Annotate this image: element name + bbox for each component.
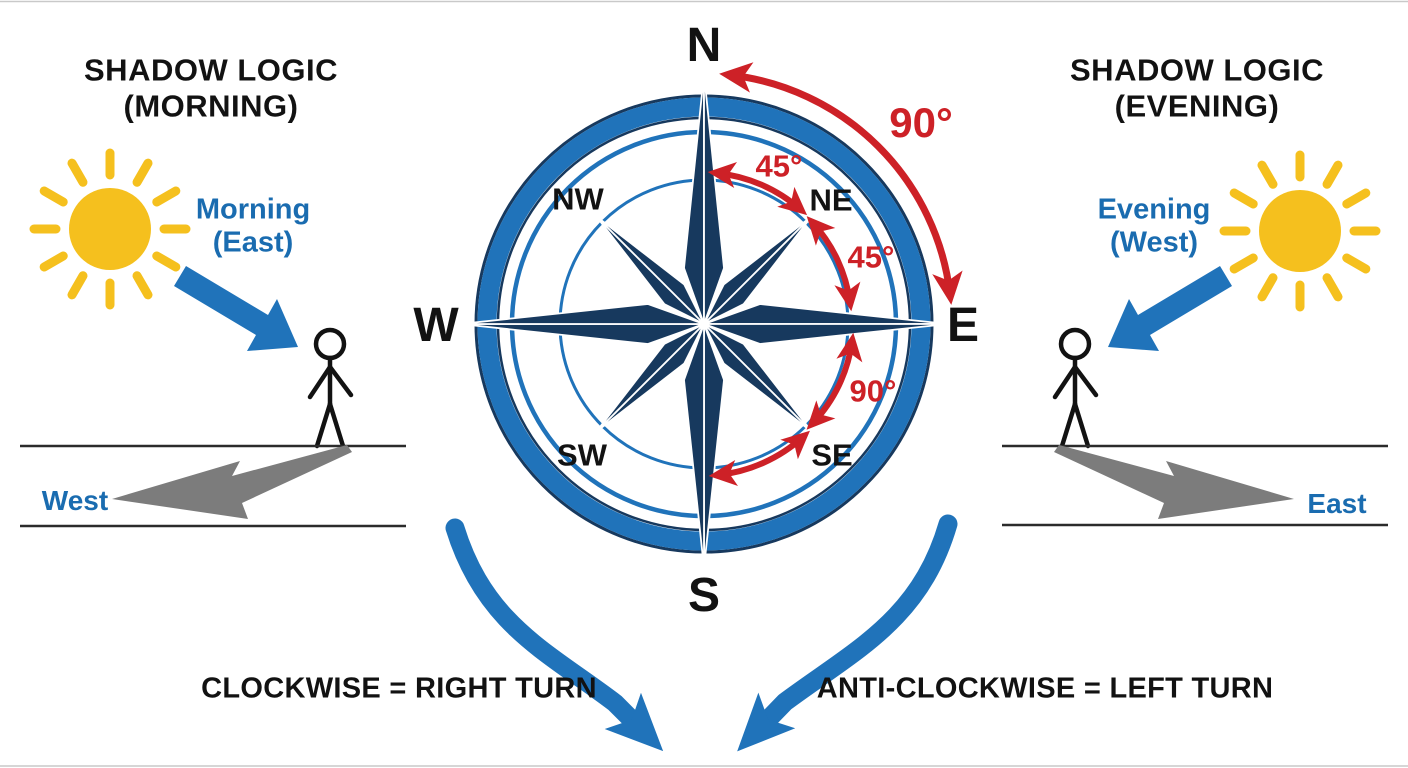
morning-stick-figure	[307, 327, 354, 449]
clockwise-rule-label: CLOCKWISE = RIGHT TURN	[201, 672, 597, 705]
morning-panel-title-line1: SHADOW LOGIC	[84, 52, 338, 88]
evening-sun-label-line2: (West)	[1109, 226, 1199, 259]
angle-label-e-to-se: 90°	[849, 373, 897, 409]
angle-arc-ne-to-e	[806, 216, 861, 312]
anticlockwise-rule-label: ANTI-CLOCKWISE = LEFT TURN	[816, 672, 1274, 705]
angle-arc-n-to-ne	[707, 161, 808, 216]
morning-sun-label-line1: Morning	[195, 193, 311, 226]
sun-rays	[29, 148, 191, 310]
compass-rose	[459, 73, 949, 569]
compass-label-south: S	[687, 569, 721, 622]
west-shadow-label: West	[41, 485, 109, 516]
west-shadow-arrow	[112, 445, 352, 519]
compass-label-northeast: NE	[809, 182, 853, 218]
compass-label-southwest: SW	[557, 437, 607, 473]
east-shadow-arrow	[1054, 445, 1294, 519]
compass-label-east: E	[946, 299, 980, 352]
angle-arc-se-to-s	[708, 430, 810, 487]
morning-sunlight-arrow	[174, 266, 298, 351]
angle-arc-e-to-se	[806, 332, 863, 430]
morning-panel-title-line2: (MORNING)	[123, 88, 299, 124]
angle-label-n-to-ne: 45°	[755, 148, 803, 184]
evening-sun-icon	[1219, 150, 1381, 312]
compass-label-northwest: NW	[552, 181, 604, 217]
evening-stick-figure	[1052, 327, 1099, 449]
sun-rays	[1219, 150, 1381, 312]
evening-panel-title-line1: SHADOW LOGIC	[1070, 52, 1324, 88]
anticlockwise-turn-arrow	[737, 514, 958, 752]
east-shadow-label: East	[1307, 488, 1367, 519]
evening-panel-title-line2: (EVENING)	[1114, 88, 1280, 124]
angle-label-ne-to-e: 45°	[847, 239, 895, 275]
morning-sun-icon	[29, 148, 191, 310]
compass-label-north: N	[686, 19, 722, 72]
compass-label-west: W	[413, 299, 459, 352]
clockwise-turn-arrow	[445, 518, 664, 752]
evening-sun-label-line1: Evening	[1097, 193, 1211, 226]
angle-label-n-to-e-outer: 90°	[889, 99, 953, 146]
compass-star-cardinals	[459, 73, 949, 569]
evening-sunlight-arrow	[1108, 266, 1232, 351]
angle-arc-n-to-e-outer	[719, 62, 963, 305]
morning-sun-label-line2: (East)	[212, 226, 294, 259]
compass-label-southeast: SE	[811, 437, 853, 473]
